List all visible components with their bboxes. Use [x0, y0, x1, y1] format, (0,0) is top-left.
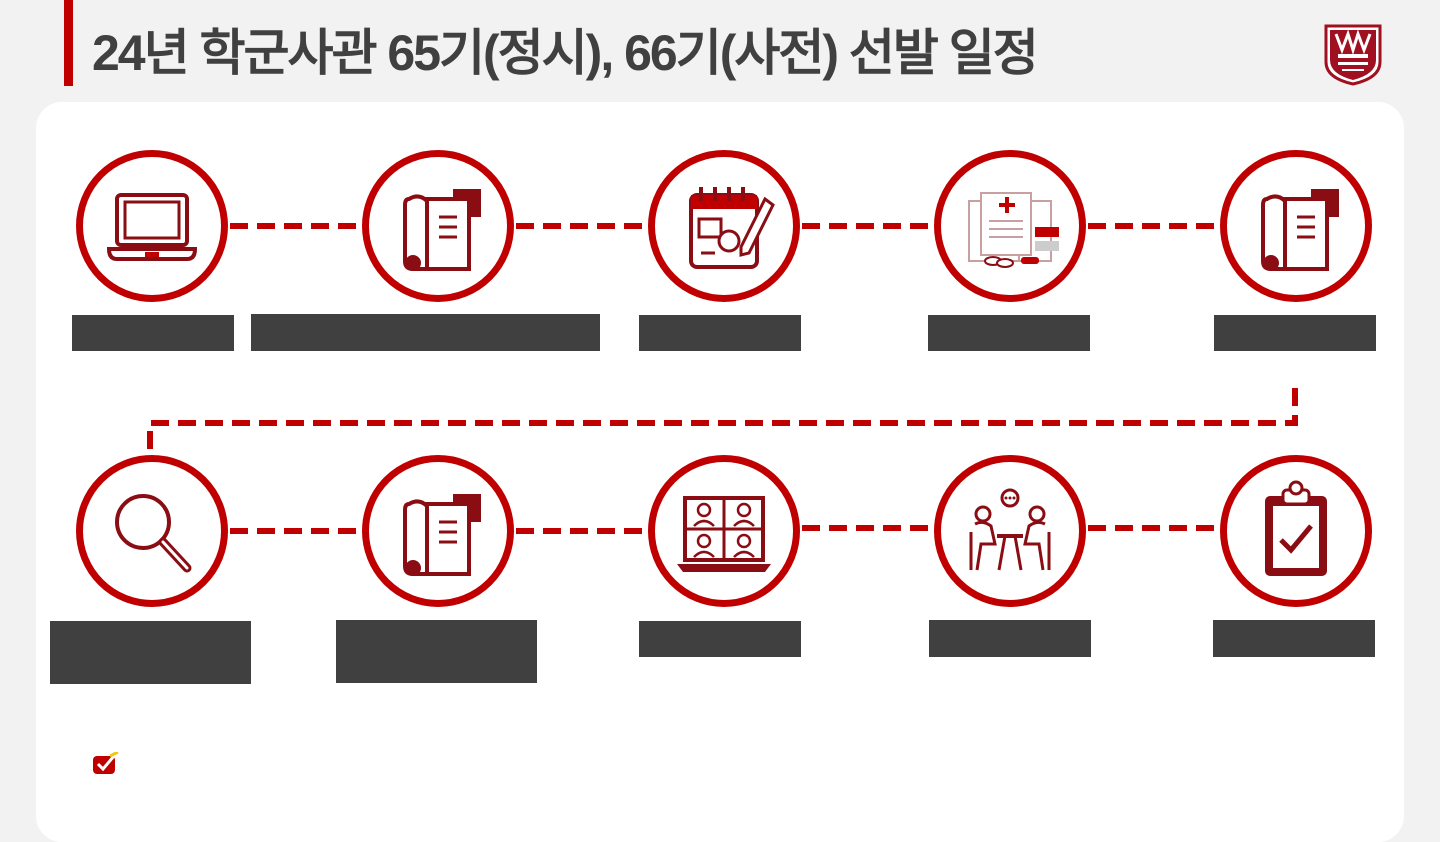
step-5-circle	[1220, 150, 1372, 302]
university-emblem-icon	[1324, 24, 1382, 86]
scroll-document-icon	[403, 494, 481, 576]
video-meeting-icon	[677, 496, 771, 572]
step-10-label	[1213, 620, 1375, 657]
step-1-label	[72, 315, 234, 351]
title-accent-bar	[64, 0, 73, 86]
medical-documents-icon	[968, 192, 1059, 268]
flow-connectors	[147, 223, 1298, 534]
step-5-label	[1214, 315, 1376, 351]
step-4-circle	[934, 150, 1086, 302]
step-9-label	[929, 620, 1091, 657]
page-title: 24년 학군사관 65기(정시), 66기(사전) 선발 일정	[92, 25, 1039, 81]
step-6-circle	[76, 455, 228, 607]
scroll-document-icon	[1261, 189, 1339, 271]
step-3-circle	[648, 150, 800, 302]
step-7-circle	[362, 455, 514, 607]
laptop-icon	[106, 193, 198, 261]
step-4-label	[928, 315, 1090, 351]
step-8-circle	[648, 455, 800, 607]
step-1-circle	[76, 150, 228, 302]
connector	[147, 388, 1298, 456]
step-2-label	[251, 314, 600, 351]
step-7-label	[336, 620, 537, 683]
clipboard-check-icon	[1265, 480, 1327, 576]
magnifier-icon	[115, 494, 192, 573]
step-9-circle	[934, 455, 1086, 607]
scroll-document-icon	[403, 189, 481, 271]
step-6-label	[50, 621, 251, 684]
step-3-label	[639, 315, 801, 351]
checkbox-icon	[93, 752, 119, 774]
calendar-planning-icon	[689, 187, 775, 269]
interview-icon	[969, 488, 1051, 571]
step-2-circle	[362, 150, 514, 302]
step-10-circle	[1220, 455, 1372, 607]
step-8-label	[639, 621, 801, 657]
